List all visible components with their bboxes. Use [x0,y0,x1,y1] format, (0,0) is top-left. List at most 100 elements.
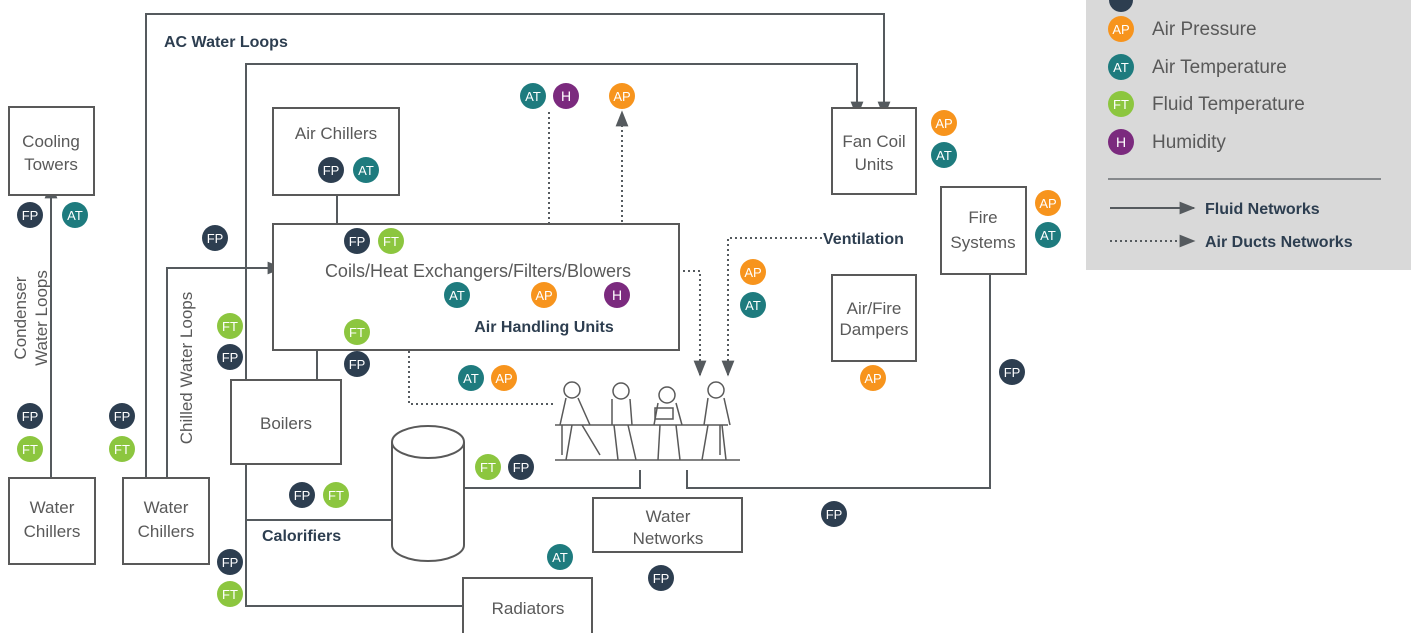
sensor-badge-ft: FT [378,228,404,254]
sensor-badge-ft: FT [344,319,370,345]
legend-item-label: Humidity [1152,132,1226,153]
sensor-badge-code: AP [864,371,881,386]
sensor-badge-fp: FP [344,351,370,377]
legend-item-label: Air Pressure [1152,19,1257,40]
sensor-badge-code: FT [1113,97,1129,112]
sensor-badge-code: FT [328,488,344,503]
sensor-badge-at: AT [444,282,470,308]
sensor-badge-code: AP [1039,196,1056,211]
sensor-badge-code: AP [495,371,512,386]
sensor-badge-code: FP [513,460,530,475]
sensor-badge-ft: FT [1108,91,1134,117]
water-networks-box [592,497,743,553]
sensor-badge-ap: AP [931,110,957,136]
sensor-badge-ap: AP [1108,16,1134,42]
legend-partial-badge [1109,0,1133,12]
fluid-network-lines [44,13,991,613]
sensor-badge-code: FP [294,488,311,503]
sensor-badge-code: FP [114,409,131,424]
sensor-badge-code: AT [1040,228,1056,243]
cooling-towers-label-1: Cooling [22,132,80,151]
fan-coil-units-label-1: Fan Coil [842,132,905,151]
legend-item-label: Fluid Temperature [1152,94,1305,115]
sensor-badge-at: AT [931,142,957,168]
sensor-badge-code: FT [383,234,399,249]
sensor-badge-code: H [1116,134,1126,150]
water-networks-label-2: Networks [633,529,704,548]
sensor-badge-fp: FP [217,344,243,370]
radiators-box [462,577,593,633]
water-networks-label-1: Water [646,507,691,526]
sensor-badge-code: FT [222,587,238,602]
sensor-badge-code: AT [936,148,952,163]
water-chillers-right-label-2: Chillers [138,522,195,541]
sensor-badges: FP AT FP FP AT AT H AP AP AT AP AT FP FT AT AP H AP AT FT FP… [17,83,1061,607]
sensor-badge-fp: FP [217,549,243,575]
sensor-badge-h: H [604,282,630,308]
sensor-badge-code: AP [935,116,952,131]
cooling-towers-label-2: Towers [24,155,78,174]
meeting-people-illustration [555,381,740,461]
sensor-badge-code: AT [552,550,568,565]
sensor-badge-at: AT [1108,54,1134,80]
fan-coil-units-box [831,107,917,195]
sensor-badge-at: AT [547,544,573,570]
sensor-badge-fp: FP [344,228,370,254]
sensor-badge-ft: FT [217,313,243,339]
sensor-badge-code: FP [207,231,224,246]
sensor-badge-code: AP [535,288,552,303]
sensor-badge-code: AP [1112,22,1129,37]
sensor-badge-fp: FP [648,565,674,591]
sensor-badge-code: FP [222,350,239,365]
sensor-badge-ft: FT [17,436,43,462]
water-chillers-right-box [122,477,210,565]
calorifier-tank [391,425,465,562]
condenser-label-2: Water Loops [32,270,51,366]
sensor-badge-code: FP [349,357,366,372]
sensor-badge-code: H [612,287,622,303]
legend-panel [1086,0,1411,270]
sensor-badge-code: AT [1113,60,1129,75]
sensor-badge-ft: FT [109,436,135,462]
sensor-badge-at: AT [520,83,546,109]
calorifiers-label: Calorifiers [262,528,341,545]
sensor-badge-fp: FP [821,501,847,527]
air-fire-dampers-label-1: Air/Fire [847,299,902,318]
sensor-badge-code: AT [67,208,83,223]
sensor-badge-code: AT [358,163,374,178]
sensor-badge-code: FP [22,409,39,424]
air-fire-dampers-box [831,274,917,362]
sensor-badge-code: AP [613,89,630,104]
sensor-badge-code: H [561,88,571,104]
sensor-badge-ft: FT [475,454,501,480]
sensor-badge-code: FT [480,460,496,475]
sensor-badge-code: FP [349,234,366,249]
sensor-badge-code: AT [449,288,465,303]
sensor-badge-at: AT [740,292,766,318]
legend-item-label: Air Temperature [1152,57,1287,78]
sensor-badge-code: FP [826,507,843,522]
fire-systems-label-2: Systems [950,233,1015,252]
sensor-badge-fp: FP [17,403,43,429]
fire-systems-label-1: Fire [968,208,997,227]
sensor-badge-code: FP [653,571,670,586]
sensor-badge-code: FT [22,442,38,457]
boilers-box [230,379,342,465]
water-chillers-left-box [8,477,96,565]
water-chillers-left-label-2: Chillers [24,522,81,541]
sensor-badge-code: AT [525,89,541,104]
sensor-badge-ap: AP [609,83,635,109]
air-handling-units-label: Air Handling Units [474,319,614,336]
sensor-badge-at: AT [353,157,379,183]
legend-air-ducts-networks: Air Ducts Networks [1205,234,1353,251]
sensor-badge-ap: AP [860,365,886,391]
sensor-badge-fp: FP [508,454,534,480]
fan-coil-units-label-2: Units [855,155,894,174]
chilled-water-loops-label: Chilled Water Loops [177,292,196,444]
sensor-badge-at: AT [458,365,484,391]
sensor-badge-code: FP [22,208,39,223]
air-chillers-label: Air Chillers [295,124,377,143]
sensor-badge-code: AT [463,371,479,386]
